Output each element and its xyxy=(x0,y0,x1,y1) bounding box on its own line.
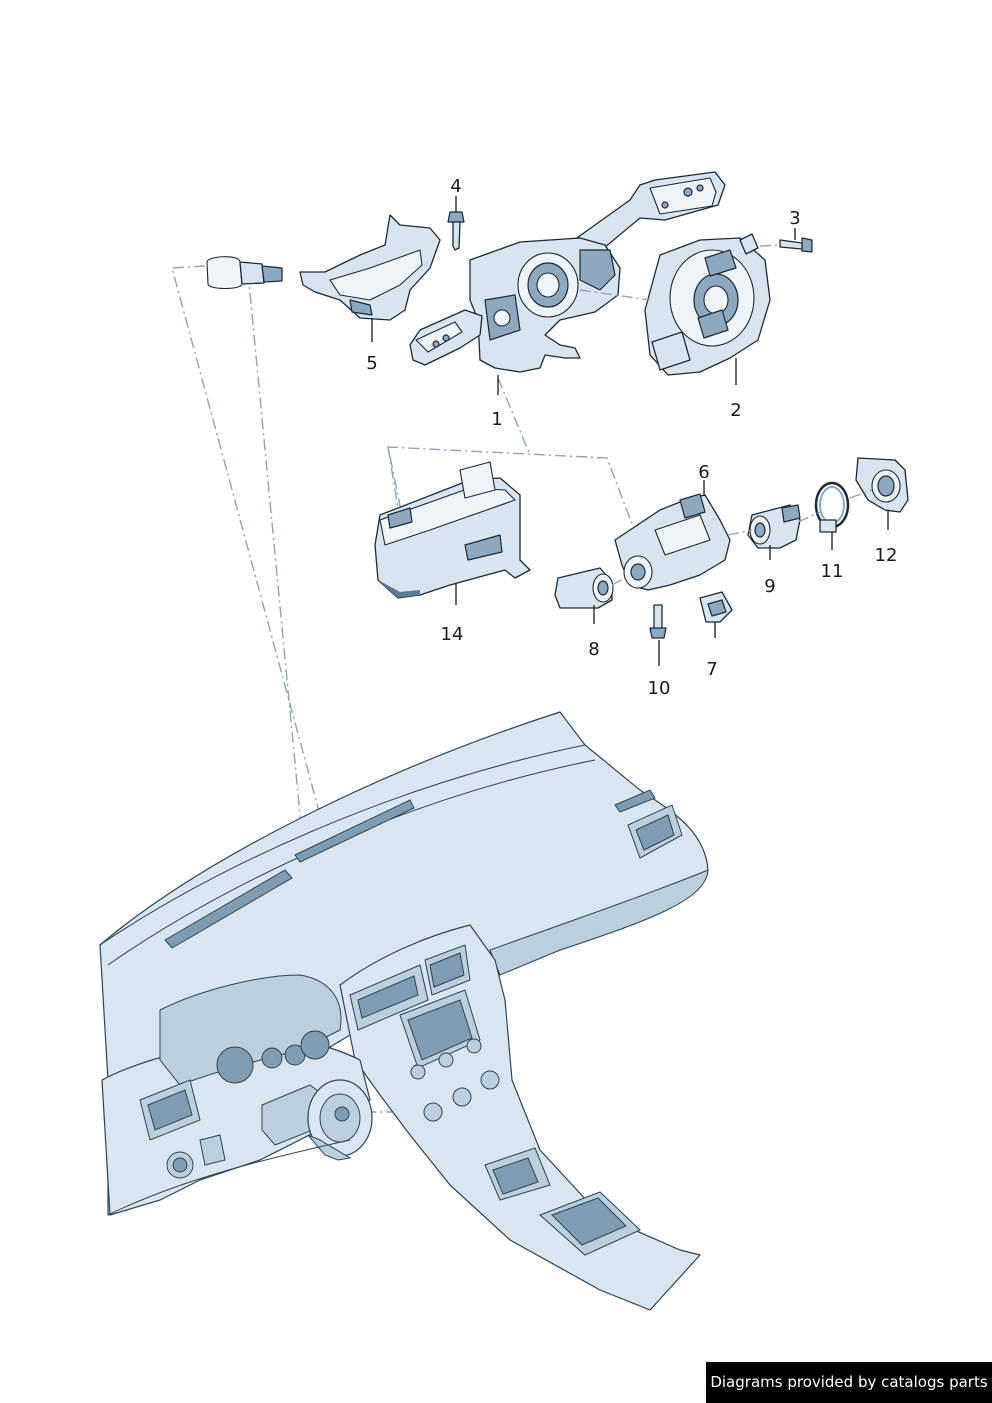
callout-2: 2 xyxy=(730,400,741,421)
part-14-control-module: 14 xyxy=(374,461,531,645)
part-6-lock-housing: 6 xyxy=(614,462,731,591)
part-2-clock-spring: 2 xyxy=(644,233,771,421)
credit-badge: Diagrams provided by catalogs parts xyxy=(706,1362,992,1403)
part-4-screw: 4 xyxy=(447,176,465,251)
dashboard-illustration xyxy=(99,711,709,1311)
part-10-screw: 10 xyxy=(648,604,671,699)
defroster-vents xyxy=(164,789,656,949)
callout-8: 8 xyxy=(588,639,599,660)
callout-12: 12 xyxy=(875,545,898,566)
part-7-connector: 7 xyxy=(699,591,733,680)
callout-11: 11 xyxy=(821,561,844,582)
part-3-screw: 3 xyxy=(779,208,813,253)
steering-column-hub xyxy=(261,1079,373,1161)
part-11-retaining-ring: 11 xyxy=(814,481,850,582)
callout-6: 6 xyxy=(698,462,709,483)
callout-3: 3 xyxy=(789,208,800,229)
callout-14: 14 xyxy=(441,624,464,645)
part-5-bracket: 5 xyxy=(206,214,441,374)
callout-1: 1 xyxy=(491,409,502,430)
callout-5: 5 xyxy=(366,353,377,374)
callout-7: 7 xyxy=(706,659,717,680)
part-1-combination-switch: 1 xyxy=(409,171,726,430)
part-12-trim-bezel: 12 xyxy=(855,457,909,566)
callout-4: 4 xyxy=(450,176,461,197)
callout-9: 9 xyxy=(764,576,775,597)
assembly-connector-lines xyxy=(579,244,873,586)
callout-10: 10 xyxy=(648,678,671,699)
part-8-lock-cylinder: 8 xyxy=(554,567,614,660)
part-9-ignition-switch: 9 xyxy=(747,504,801,597)
